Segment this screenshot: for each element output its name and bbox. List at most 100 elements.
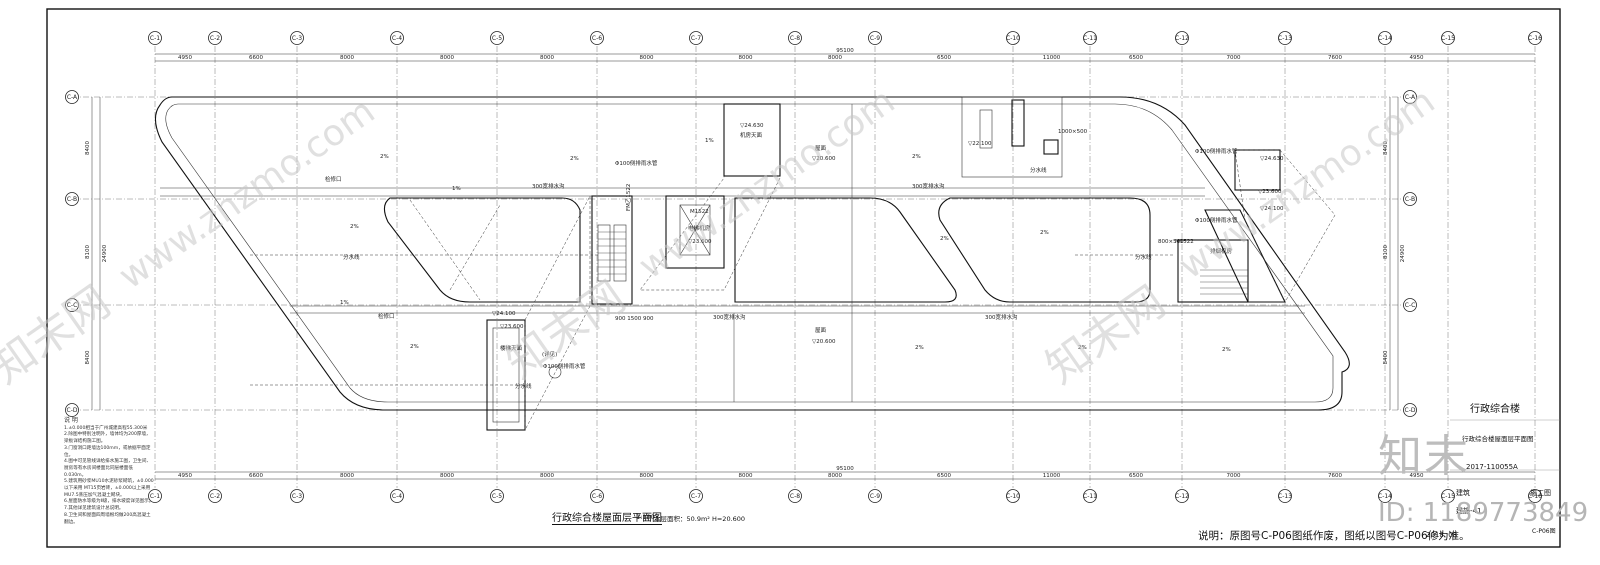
axis-bubble bbox=[689, 31, 703, 45]
axis-label: C-D bbox=[1405, 407, 1416, 414]
dim-value: 7600 bbox=[1328, 55, 1342, 61]
axis-bubble bbox=[65, 192, 79, 206]
slope-10: 2% bbox=[1222, 347, 1231, 353]
catch-label: (详见) bbox=[542, 350, 557, 358]
axis-label: C-8 bbox=[790, 35, 800, 42]
dim-value: 11000 bbox=[1043, 473, 1061, 479]
axis-label: C-B bbox=[67, 196, 77, 203]
axis-label: C-B bbox=[1405, 196, 1415, 203]
drain-label-4: Φ100侧排雨水管 bbox=[1195, 216, 1238, 224]
divider-lines bbox=[250, 199, 1175, 386]
axis-label: C-14 bbox=[1378, 35, 1392, 42]
slope-9: 2% bbox=[1078, 345, 1087, 351]
axis-bubble bbox=[1083, 489, 1097, 503]
dim-value: 8400 bbox=[1383, 350, 1389, 364]
slope-13: 1% bbox=[705, 138, 714, 144]
axis-label: C-2 bbox=[210, 35, 220, 42]
right-elev-2: ▽24.100 bbox=[1260, 206, 1284, 212]
axis-label: C-15 bbox=[1441, 35, 1455, 42]
axis-bubble bbox=[1006, 31, 1020, 45]
axis-bubble bbox=[1441, 489, 1455, 503]
note-item: 5.建筑用砂浆MU10水泥砂浆砌筑，±0.000以下采用 MT15页岩砖，±0.… bbox=[64, 479, 154, 498]
dim-value: 8400 bbox=[1383, 141, 1389, 155]
dim-value: 8000 bbox=[739, 473, 753, 479]
slope-1: 2% bbox=[380, 154, 389, 160]
grid-lines-x: C-1C-1C-2C-2C-3C-3C-4C-4C-5C-5C-6C-6C-7C… bbox=[148, 31, 1542, 503]
stair-roof-block bbox=[486, 195, 591, 431]
slope-5: 2% bbox=[940, 236, 949, 242]
axis-label: C-16 bbox=[1528, 35, 1542, 42]
axis-bubble bbox=[1378, 31, 1392, 45]
axis-label: C-1 bbox=[150, 493, 160, 500]
axis-label: C-10 bbox=[1006, 35, 1020, 42]
axis-label: C-11 bbox=[1083, 493, 1097, 500]
dim-value: 8000 bbox=[340, 55, 354, 61]
gutter-label-2: 300宽排水沟 bbox=[912, 182, 945, 190]
axis-bubble bbox=[1403, 192, 1417, 206]
watermark-1: 知末网 bbox=[0, 277, 119, 394]
dim-value: 4950 bbox=[1410, 55, 1424, 61]
note-item: 3.门窗洞口距墙边100mm，或依据平面定位。 bbox=[64, 445, 151, 458]
door-m1522-right: M1522 bbox=[1175, 239, 1194, 245]
right-elev-3: ▽23.600 bbox=[1258, 189, 1282, 195]
axis-label: C-C bbox=[67, 302, 78, 309]
dim-value: 8000 bbox=[440, 473, 454, 479]
axis-bubble bbox=[788, 31, 802, 45]
slope-3: 2% bbox=[912, 154, 921, 160]
axis-bubble bbox=[1175, 31, 1189, 45]
slope-7: 2% bbox=[410, 344, 419, 350]
axis-label: C-13 bbox=[1278, 35, 1292, 42]
dim-value: 6600 bbox=[249, 473, 263, 479]
dim-value: 6500 bbox=[937, 55, 951, 61]
divider-label-4: 分水线 bbox=[1030, 166, 1047, 174]
vent-label-1: 检修口 bbox=[325, 175, 342, 183]
title-block-sheet-code: 2017-110055A bbox=[1466, 463, 1518, 471]
dim-value: 8000 bbox=[640, 473, 654, 479]
axis-label: C-3 bbox=[292, 493, 302, 500]
dim-value: 11000 bbox=[1043, 55, 1061, 61]
roof-label-1: 屋面 bbox=[815, 145, 827, 152]
dim-value: 6600 bbox=[249, 55, 263, 61]
dim-value: 6500 bbox=[1129, 473, 1143, 479]
dim-value: 8000 bbox=[540, 473, 554, 479]
axis-label: C-11 bbox=[1083, 35, 1097, 42]
plan-title: 行政综合楼屋面层平面图 bbox=[552, 509, 662, 525]
axis-label: C-A bbox=[67, 94, 78, 101]
dim-total: 95100 bbox=[836, 466, 854, 472]
axis-bubble bbox=[1278, 31, 1292, 45]
axis-label: C-4 bbox=[392, 493, 402, 500]
axis-label: C-5 bbox=[492, 35, 502, 42]
duct-label-2: 800×500 bbox=[1158, 239, 1184, 245]
axis-bubble bbox=[208, 489, 222, 503]
slope-2: 2% bbox=[570, 156, 579, 162]
axis-bubble bbox=[868, 31, 882, 45]
axis-bubble bbox=[290, 489, 304, 503]
dim-value: 8000 bbox=[739, 55, 753, 61]
right-stair-core bbox=[1177, 149, 1336, 303]
title-block-building: 行政综合楼 bbox=[1470, 404, 1520, 415]
watermark-5: 知末网 bbox=[1037, 277, 1174, 394]
dim-value: 4950 bbox=[178, 473, 192, 479]
dim-value: 6500 bbox=[937, 473, 951, 479]
dim-value: 7000 bbox=[1227, 473, 1241, 479]
axis-bubble bbox=[65, 90, 79, 104]
dim-value: 8000 bbox=[340, 473, 354, 479]
axis-bubble bbox=[148, 31, 162, 45]
axis-label: C-7 bbox=[691, 493, 701, 500]
axis-bubble bbox=[390, 31, 404, 45]
axis-label: C-5 bbox=[492, 493, 502, 500]
axis-label: C-12 bbox=[1175, 35, 1189, 42]
axis-bubble bbox=[148, 489, 162, 503]
divider-label-2: 分水线 bbox=[515, 382, 532, 390]
dim-value: 8100 bbox=[85, 245, 91, 259]
axis-label: C-8 bbox=[790, 493, 800, 500]
machine-roof-label: 机房天面 bbox=[740, 131, 763, 139]
slope-8: 2% bbox=[915, 345, 924, 351]
dim-value: 7000 bbox=[1227, 55, 1241, 61]
axis-label: C-D bbox=[67, 407, 78, 414]
divider-label-1: 分水线 bbox=[343, 253, 360, 261]
slope-11: 1% bbox=[340, 300, 349, 306]
slope-12: 1% bbox=[452, 186, 461, 192]
axis-bubble bbox=[1441, 31, 1455, 45]
dim-value: 8400 bbox=[85, 141, 91, 155]
